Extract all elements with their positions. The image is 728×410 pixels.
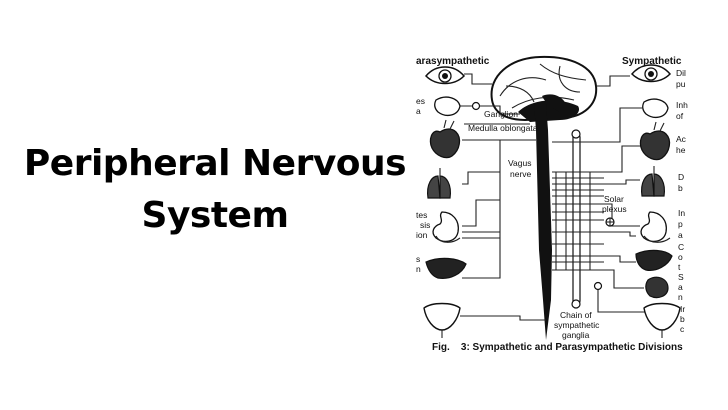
chain-label-3: ganglia bbox=[562, 330, 590, 340]
chain-label-1: Chain of bbox=[560, 310, 592, 320]
lungs-icon-left bbox=[427, 168, 451, 199]
right-fragment: S bbox=[678, 272, 684, 282]
left-fragment: a bbox=[416, 106, 421, 116]
solar-label-2: plexus bbox=[602, 204, 627, 214]
heart-icon-left bbox=[429, 119, 461, 159]
gland-icon-right bbox=[642, 98, 669, 119]
eye-icon-right bbox=[630, 64, 672, 83]
right-fragment: b bbox=[678, 183, 683, 193]
figure-caption: Fig. 3: Sympathetic and Parasympathetic … bbox=[432, 342, 683, 353]
right-fragment: t bbox=[678, 262, 681, 272]
sympathetic-header: Sympathetic bbox=[622, 56, 682, 67]
right-fragment: Ir bbox=[680, 304, 685, 314]
right-fragment: b bbox=[680, 314, 685, 324]
right-fragment: of bbox=[676, 111, 684, 121]
bladder-icon-right bbox=[643, 302, 681, 338]
right-fragment: p bbox=[678, 219, 683, 229]
left-fragment: n bbox=[416, 264, 421, 274]
right-fragment: Inh bbox=[676, 100, 688, 110]
vagus-label-2: nerve bbox=[510, 169, 532, 179]
right-fragment: c bbox=[680, 324, 685, 334]
right-fragment: Ac bbox=[676, 134, 687, 144]
right-fragment: o bbox=[678, 252, 683, 262]
sympathetic-chain bbox=[571, 129, 581, 309]
medulla-label: Medulla oblongata bbox=[468, 123, 538, 133]
left-fragment: s bbox=[416, 254, 420, 264]
stomach-icon-right bbox=[640, 211, 671, 243]
sympathetic-routes bbox=[593, 75, 650, 313]
liver-icon-right bbox=[635, 249, 673, 271]
right-fragment: pu bbox=[676, 79, 686, 89]
vagus-label-1: Vagus bbox=[508, 158, 531, 168]
right-fragment: n bbox=[678, 292, 683, 302]
right-fragment: C bbox=[678, 242, 684, 252]
stomach-icon-left bbox=[432, 211, 461, 243]
right-fragment: a bbox=[678, 282, 683, 292]
ganglion-label: Ganglion bbox=[484, 109, 518, 119]
left-fragment: es bbox=[416, 96, 425, 106]
solar-label-1: Solar bbox=[604, 194, 624, 204]
parasympathetic-header: arasympathetic bbox=[416, 56, 490, 67]
page-title: Peripheral Nervous System bbox=[20, 138, 410, 242]
heart-icon-right bbox=[639, 121, 671, 161]
spinal-cord bbox=[534, 104, 552, 340]
right-fragment: a bbox=[678, 230, 683, 240]
chain-label-2: sympathetic bbox=[554, 320, 600, 330]
gland-icon-left bbox=[434, 96, 461, 117]
right-fragment: D bbox=[678, 172, 684, 182]
sympathetic-connectors bbox=[552, 141, 604, 271]
title-line-2: System bbox=[141, 195, 289, 236]
kidney-icon-right bbox=[645, 276, 669, 299]
eye-icon-left bbox=[424, 66, 466, 85]
right-fragment: In bbox=[678, 208, 685, 218]
left-fragment: tes bbox=[416, 210, 427, 220]
title-line-1: Peripheral Nervous bbox=[23, 143, 407, 184]
parasympathetic-routes bbox=[458, 73, 546, 321]
left-fragment: ion bbox=[416, 230, 428, 240]
right-fragment: Dil bbox=[676, 68, 686, 78]
right-fragment: he bbox=[676, 145, 686, 155]
left-fragment: sis bbox=[420, 220, 430, 230]
liver-icon-left bbox=[425, 257, 467, 279]
bladder-icon-left bbox=[423, 302, 461, 338]
brain-icon bbox=[490, 55, 598, 122]
lungs-icon-right bbox=[641, 166, 665, 197]
